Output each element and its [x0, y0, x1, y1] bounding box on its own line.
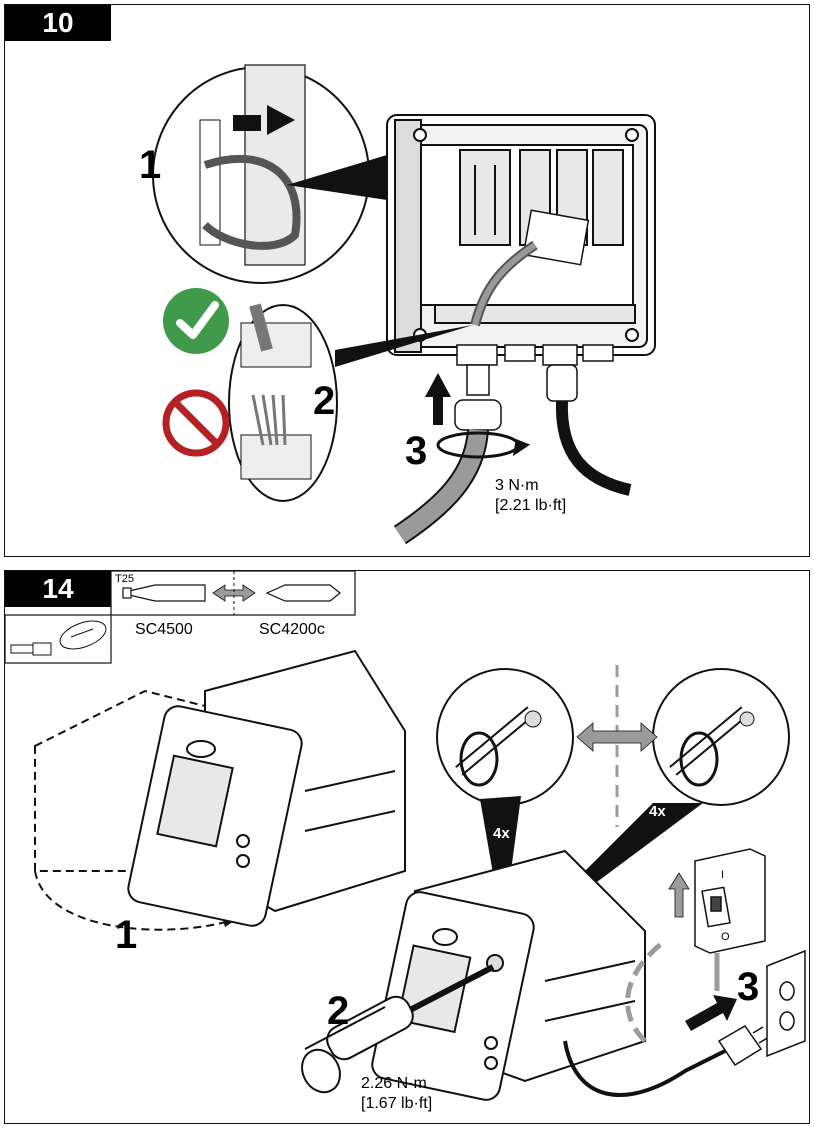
switch-up-arrow-icon [668, 872, 690, 918]
tool-left-label: SC4500 [135, 621, 193, 638]
step-14-panel: 14 [4, 570, 810, 1124]
phillips-bit-icon [265, 584, 341, 602]
insert-arrow-icon [425, 373, 451, 425]
callout-1: 1 [139, 143, 162, 187]
power-cable [555, 400, 632, 496]
callout-3: 3 [405, 429, 428, 473]
controller-enclosure [386, 114, 656, 356]
screwdriver-icon [10, 620, 107, 656]
step-10-panel: 10 [4, 4, 810, 557]
switch-on-mark: I [721, 869, 725, 881]
torx-bit-icon [122, 584, 206, 602]
wall-outlet-icon [766, 949, 806, 1058]
disconnected-cable [625, 939, 667, 1043]
detail-view-1 [152, 64, 387, 284]
tighten-rotation-icon [436, 431, 531, 459]
step-10-badge: 10 [5, 5, 111, 41]
step-10-illustration [152, 64, 656, 545]
step-14-illustration [5, 571, 806, 1101]
power-switch-box [694, 848, 766, 991]
power-cable [563, 1040, 726, 1097]
controller-unit-1 [127, 649, 406, 927]
torque-imperial: [2.21 lb·ft] [495, 497, 567, 514]
callout-3: 3 [737, 965, 760, 1009]
callout-1: 1 [115, 913, 138, 957]
detail-view-2 [228, 303, 473, 502]
bit-label: T25 [115, 573, 134, 585]
multiplier-right: 4x [649, 803, 666, 820]
prohibited-icon [162, 389, 230, 457]
callout-2: 2 [327, 989, 350, 1033]
cable-glands [454, 344, 614, 431]
plug-in-arrow-icon [685, 995, 737, 1031]
torque-metric: 3 N·m [495, 477, 539, 494]
swap-arrow-large-icon [576, 722, 658, 752]
torque-screwdriver [301, 964, 495, 1094]
torque-imperial: [1.67 lb·ft] [361, 1095, 433, 1112]
torque-metric: 2.26 N·m [361, 1075, 427, 1092]
screw-detail-left [436, 668, 574, 931]
multiplier-left: 4x [493, 825, 510, 842]
controller-unit-2 [371, 849, 646, 1101]
tool-right-label: SC4200c [259, 621, 325, 638]
step-14-badge: 14 [5, 571, 111, 607]
power-plug-icon [717, 1025, 770, 1067]
check-icon [163, 288, 229, 354]
swap-arrow-icon [212, 584, 256, 602]
callout-2: 2 [313, 379, 336, 423]
terminal-connector [470, 209, 590, 327]
switch-off-mark: O [721, 931, 730, 943]
